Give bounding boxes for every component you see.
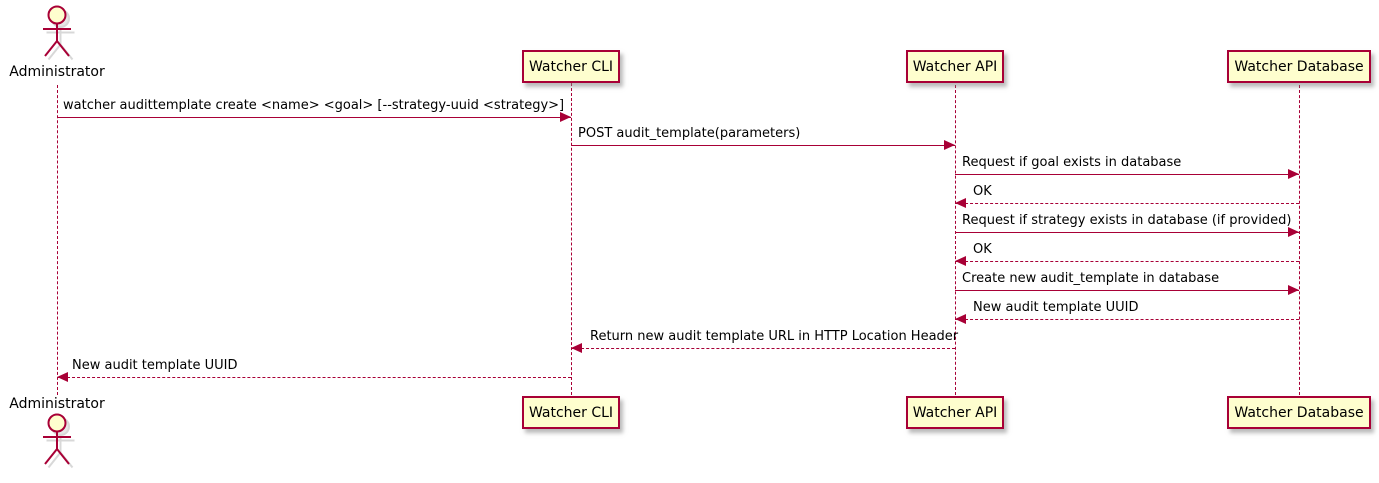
participant-name: Watcher Database	[1234, 404, 1364, 421]
actor-icon	[43, 5, 75, 61]
message-label: Create new audit_template in database	[962, 271, 1220, 286]
participant-watcher-api-top: Watcher API	[906, 50, 1004, 83]
arrowhead-icon	[955, 314, 966, 324]
message-arrow	[955, 290, 1299, 291]
participant-name: Watcher API	[912, 58, 998, 75]
lifeline-watcher-api	[955, 85, 956, 395]
message-arrow	[955, 174, 1299, 175]
message-arrow	[57, 117, 571, 118]
message-label: Request if strategy exists in database (…	[962, 213, 1292, 228]
arrowhead-icon	[1288, 169, 1299, 179]
message-arrow	[57, 377, 571, 378]
message-arrow	[571, 145, 955, 146]
arrowhead-icon	[1288, 227, 1299, 237]
participant-watcher-cli-bottom: Watcher CLI	[522, 396, 620, 429]
actor-label-bottom: Administrator	[9, 396, 105, 412]
message-label: Request if goal exists in database	[962, 155, 1182, 170]
participant-watcher-database-bottom: Watcher Database	[1227, 396, 1371, 429]
participant-name: Watcher CLI	[528, 58, 614, 75]
message-label: OK	[973, 242, 992, 257]
message-arrow	[571, 348, 955, 349]
lifeline-watcher-cli	[571, 83, 572, 395]
arrowhead-icon	[57, 372, 68, 382]
message-label: Return new audit template URL in HTTP Lo…	[590, 329, 959, 344]
message-label: New audit template UUID	[72, 358, 238, 373]
participant-watcher-cli-top: Watcher CLI	[522, 50, 620, 83]
actor-icon	[43, 413, 75, 469]
arrowhead-icon	[955, 198, 966, 208]
lifeline-watcher-database	[1299, 85, 1300, 395]
message-arrow	[955, 319, 1299, 320]
message-arrow	[955, 232, 1299, 233]
message-arrow	[955, 203, 1299, 204]
arrowhead-icon	[571, 343, 582, 353]
participant-name: Watcher Database	[1234, 58, 1364, 75]
message-label: POST audit_template(parameters)	[578, 126, 801, 141]
lifeline-administrator	[57, 85, 58, 395]
actor-label-top: Administrator	[9, 64, 105, 80]
message-label: watcher audittemplate create <name> <goa…	[63, 98, 565, 113]
message-label: OK	[973, 184, 992, 199]
arrowhead-icon	[560, 112, 571, 122]
participant-watcher-database-top: Watcher Database	[1227, 50, 1371, 83]
arrowhead-icon	[944, 140, 955, 150]
arrowhead-icon	[955, 256, 966, 266]
participant-name: Watcher API	[912, 404, 998, 421]
participant-watcher-api-bottom: Watcher API	[906, 396, 1004, 429]
participant-name: Watcher CLI	[528, 404, 614, 421]
message-arrow	[955, 261, 1299, 262]
message-label: New audit template UUID	[973, 300, 1139, 315]
arrowhead-icon	[1288, 285, 1299, 295]
